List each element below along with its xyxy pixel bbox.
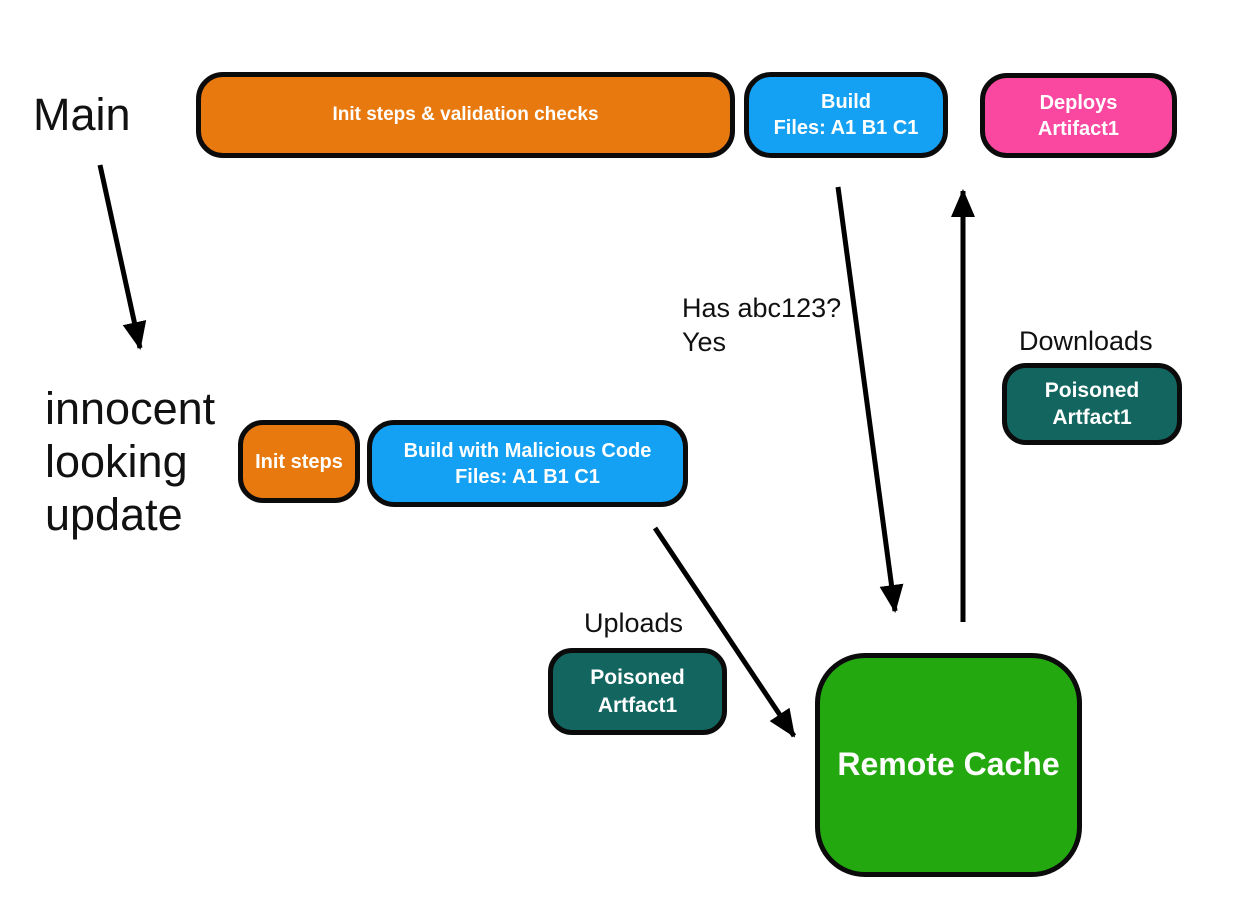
downloads-label: Downloads xyxy=(1019,326,1153,356)
node-label: Remote Cache xyxy=(837,746,1060,783)
node-label-line2: Files: A1 B1 C1 xyxy=(455,465,600,488)
node-label-line2: Files: A1 B1 C1 xyxy=(773,117,919,139)
node-deploys-artifact1: Deploys Artifact1 xyxy=(980,73,1177,158)
node-init-steps-validation-checks: Init steps & validation checks xyxy=(196,72,735,158)
node-label-line1: Poisoned xyxy=(590,666,685,690)
node-label-line1: Build xyxy=(821,91,871,113)
cache-hit-question-line1: Has abc123? xyxy=(682,293,842,323)
main-branch-label: Main xyxy=(33,89,131,140)
innocent-update-label-line3: update xyxy=(45,489,183,540)
uploads-label: Uploads xyxy=(584,608,684,638)
innocent-update-label: innocent looking update xyxy=(45,382,215,541)
node-label: Init steps xyxy=(255,450,343,473)
node-init-steps: Init steps xyxy=(238,420,360,503)
arrow-malicious-build-to-remote-cache xyxy=(652,526,797,738)
node-label-line2: Artfact1 xyxy=(1052,406,1132,429)
arrow-main-to-innocent-update xyxy=(97,164,147,350)
node-remote-cache: Remote Cache xyxy=(815,653,1082,877)
node-build: Build Files: A1 B1 C1 xyxy=(744,72,948,158)
node-label-line1: Build with Malicious Code xyxy=(403,439,652,462)
innocent-update-label-line1: innocent xyxy=(45,383,216,434)
node-label-line2: Artifact1 xyxy=(1037,117,1120,140)
cache-hit-question-label: Has abc123? Yes xyxy=(682,291,841,359)
cache-hit-question-line2: Yes xyxy=(682,327,727,357)
node-label-line1: Poisoned xyxy=(1044,378,1140,402)
node-label-line2: Artfact1 xyxy=(597,693,678,717)
node-poisoned-artifact-upload: Poisoned Artfact1 xyxy=(548,648,727,735)
node-build-with-malicious-code: Build with Malicious Code Files: A1 B1 C… xyxy=(367,420,688,507)
arrow-build-to-remote-cache xyxy=(835,186,904,613)
node-poisoned-artifact-download: Poisoned Artfact1 xyxy=(1002,363,1182,445)
innocent-update-label-line2: looking xyxy=(45,436,188,487)
node-label-line1: Deploys xyxy=(1039,91,1118,114)
node-label: Init steps & validation checks xyxy=(332,103,599,125)
